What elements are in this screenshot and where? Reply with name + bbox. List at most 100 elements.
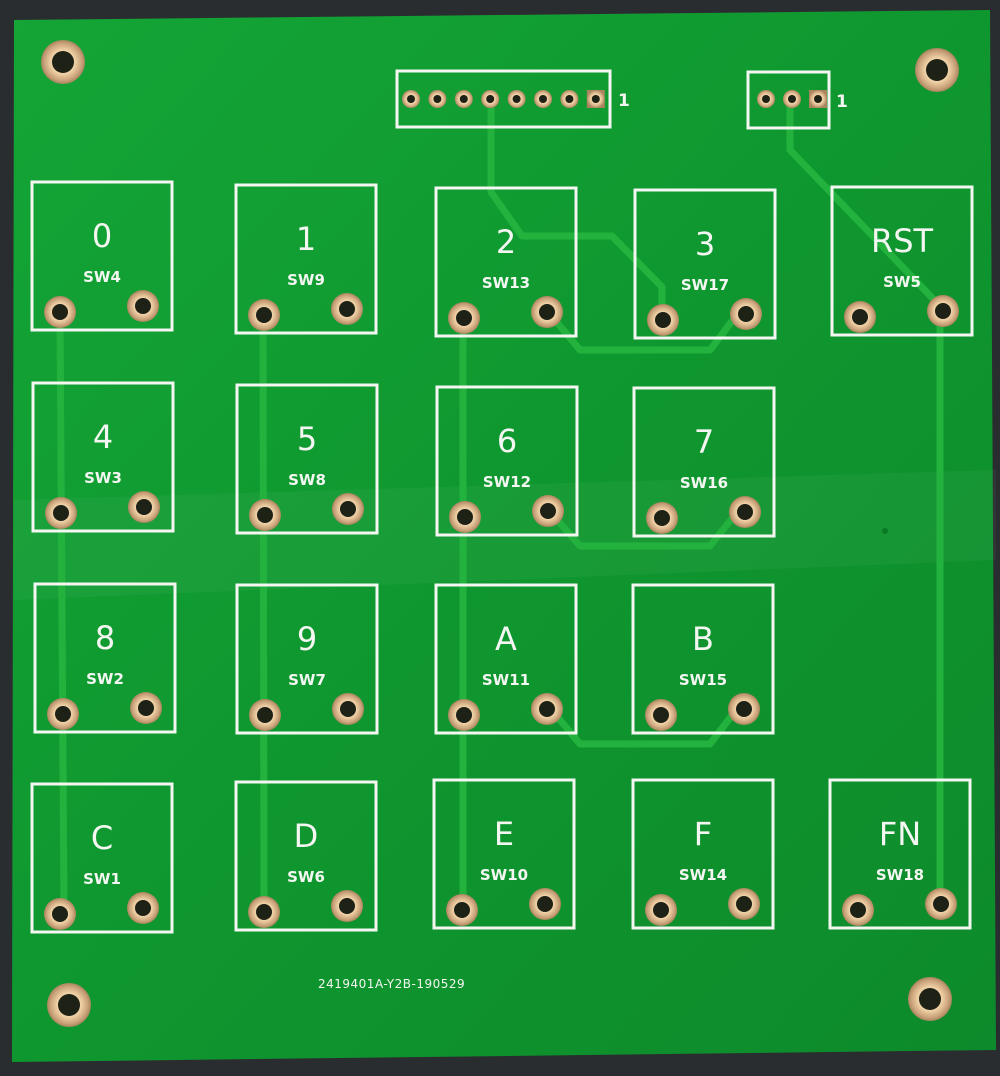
switch-pad [925,888,957,920]
switch-pad [331,890,363,922]
switch-pad [332,493,364,525]
header-pin [402,90,420,108]
header-pin [757,90,775,108]
switch-pad [842,894,874,926]
switch-pad [645,894,677,926]
mounting-hole-tl [41,40,85,84]
switch-pad [248,299,280,331]
switch-outline [830,185,974,337]
switch-pad [729,496,761,528]
switch-pad [927,295,959,327]
header-pin [809,90,827,108]
board-id: 2419401A-Y2B-190529 [318,977,465,991]
switch-pad [331,293,363,325]
switch-outline [434,583,578,735]
header-3pin-pin1-label: 1 [836,92,848,112]
switch-reference: SW15 [679,671,727,689]
switch-outline [632,386,776,538]
switch-pad [248,896,280,928]
switch-pad [127,892,159,924]
switch-pad [531,693,563,725]
switch-outline [631,583,775,735]
switch-reference: SW1 [83,870,121,888]
key-label: A [495,620,517,658]
header-3pin: 1 [746,70,848,130]
switch-outline [235,383,379,535]
header-8pin-outline [395,69,612,129]
key-switch-e: E SW10 [432,778,576,930]
switch-reference: SW14 [679,866,727,884]
via [882,528,888,534]
key-label: B [692,620,714,658]
switch-pad [449,501,481,533]
switch-pad [448,302,480,334]
switch-outline [234,183,378,335]
switch-pad [448,699,480,731]
switch-outline [234,780,378,932]
switch-reference: SW18 [876,866,924,884]
mounting-hole-tr [915,48,959,92]
switch-pad [531,296,563,328]
switch-pad [47,698,79,730]
switch-reference: SW4 [83,268,121,286]
mounting-hole-bl [47,983,91,1027]
switch-reference: SW10 [480,866,528,884]
switch-reference: SW7 [288,671,326,689]
header-8pin: 1 [395,69,630,129]
switch-pad [249,699,281,731]
switch-reference: SW3 [84,469,122,487]
switch-reference: SW13 [482,274,530,292]
key-label: RST [871,222,934,260]
key-label: 1 [296,220,316,258]
trace-row-1 [541,304,746,354]
key-label: D [294,817,319,855]
key-switch-c: C SW1 [30,782,174,934]
trace-column-2 [259,309,268,914]
switch-reference: SW6 [287,868,325,886]
switch-pad [844,301,876,333]
key-label: 6 [497,422,517,460]
switch-reference: SW2 [86,670,124,688]
switch-reference: SW17 [681,276,729,294]
switch-outline [633,188,777,340]
header-pin [586,90,605,108]
switch-pad [728,693,760,725]
key-label: 4 [93,418,113,456]
switch-outline [30,180,174,332]
switch-pad [249,499,281,531]
header-8pin-pin1-label: 1 [618,91,630,111]
switch-outline [434,186,578,338]
header-pin [534,90,552,108]
switch-pad [45,497,77,529]
key-label: 9 [297,620,317,658]
header-pin [507,90,526,108]
switch-outline [33,582,177,734]
header-pin [783,90,801,108]
switch-reference: SW9 [287,271,325,289]
key-switch-rst: RST SW5 [830,185,974,337]
switch-reference: SW5 [883,273,921,291]
trace-header-to-sw5 [786,96,944,310]
key-label: 2 [496,223,516,261]
key-label: C [91,819,113,857]
switch-pad [44,296,76,328]
key-label: E [494,815,514,853]
key-switch-d: D SW6 [234,780,378,932]
switch-pad [127,290,159,322]
switch-pad [529,888,561,920]
switch-outline [235,583,379,735]
switch-reference: SW11 [482,671,530,689]
switch-outline [30,782,174,934]
trace-row-2 [541,502,746,550]
switch-pad [646,502,678,534]
switch-pad [730,298,762,330]
switch-pad [728,888,760,920]
key-label: F [694,815,712,853]
